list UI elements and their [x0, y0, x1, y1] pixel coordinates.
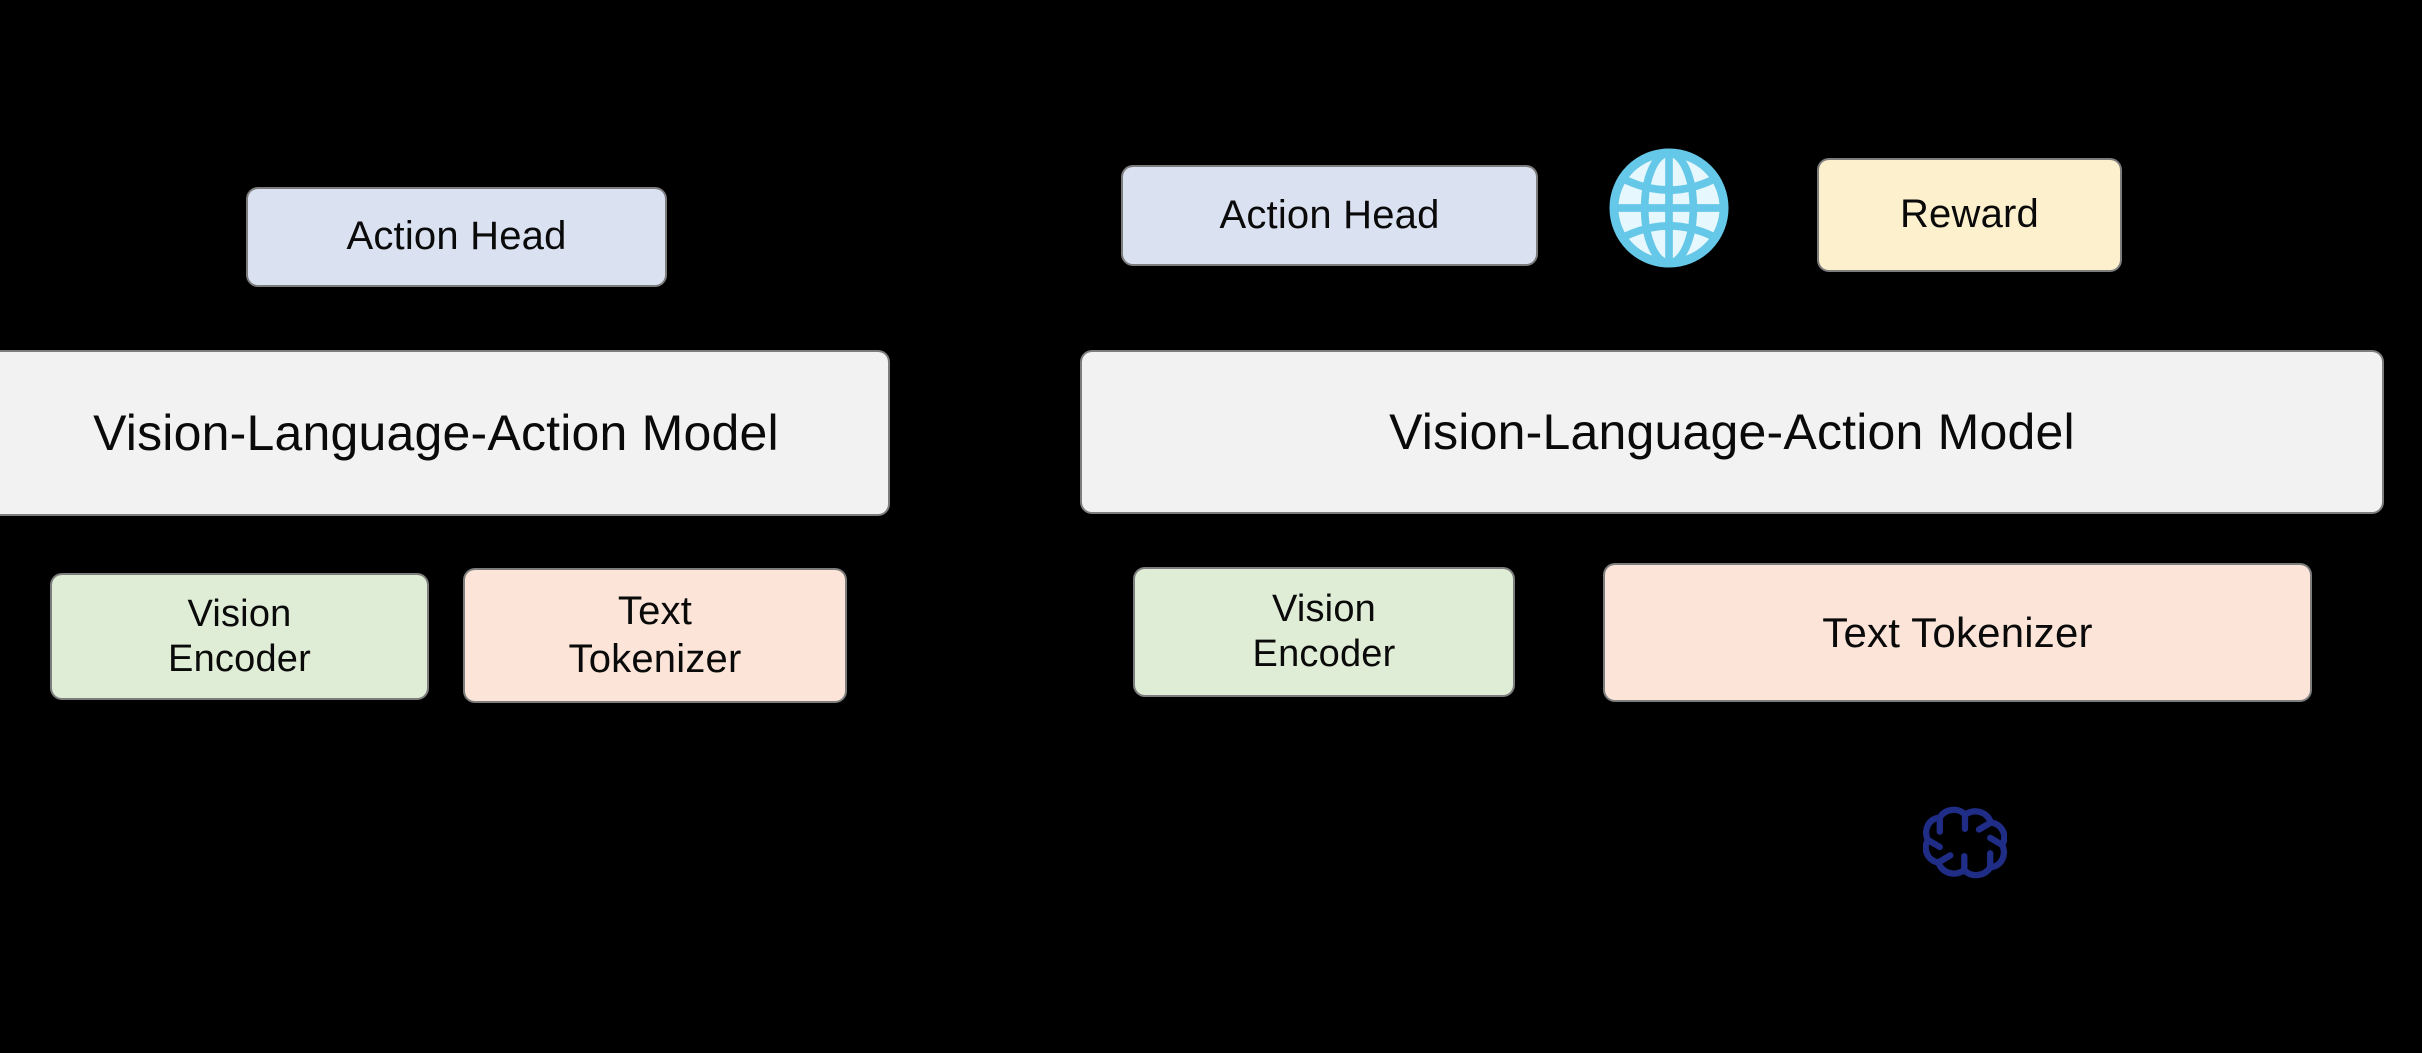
left-vision-encoder-node: Vision Encoder [52, 575, 427, 698]
openai-logo-icon [1923, 798, 2007, 882]
right-reward-node: Reward [1819, 160, 2120, 270]
right-action-head-node: Action Head [1123, 167, 1536, 264]
right-vision-language-action-model-node: Vision-Language-Action Model [1082, 352, 2382, 512]
right-text-tokenizer-node: Text Tokenizer [1605, 565, 2310, 700]
right-vision-encoder-node: Vision Encoder [1135, 569, 1513, 695]
globe-icon [1604, 144, 1734, 272]
left-text-tokenizer-node: Text Tokenizer [465, 570, 845, 701]
left-action-head-node: Action Head [248, 189, 665, 285]
left-vision-language-action-model-node: Vision-Language-Action Model [0, 352, 888, 514]
